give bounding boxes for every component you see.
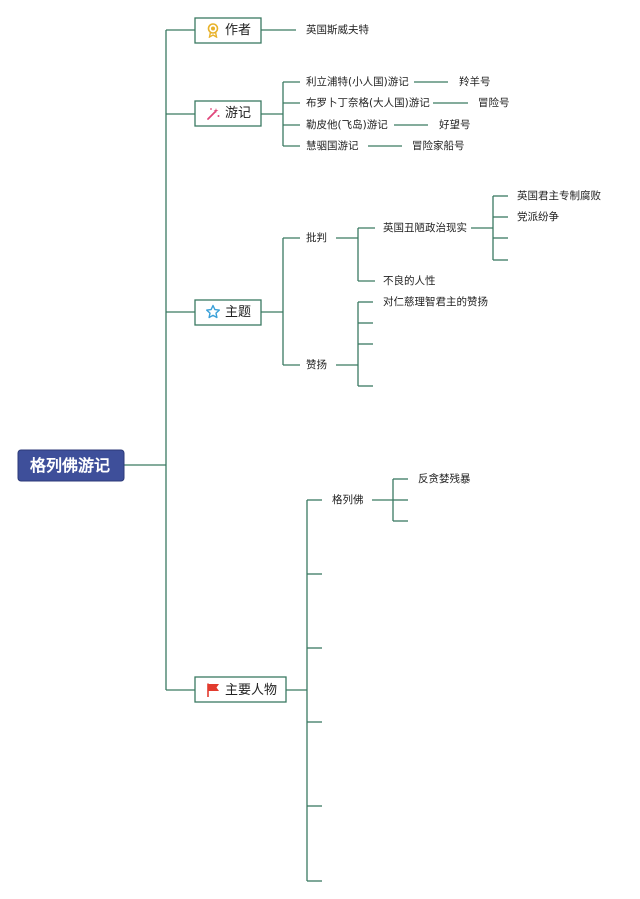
monarchy-corruption-node[interactable]: 英国君主专制腐败 — [517, 190, 601, 202]
ship-node-brobdingnag[interactable]: 冒险号 — [478, 97, 510, 109]
ship-node-lilliput[interactable]: 羚羊号 — [459, 76, 491, 88]
root-node-label[interactable]: 格列佛游记 — [30, 456, 111, 475]
author-name-node[interactable]: 英国斯威夫特 — [306, 24, 369, 36]
travel-node-brobdingnag[interactable]: 布罗卜丁奈格(大人国)游记 — [306, 97, 430, 109]
travel-node-lilliput[interactable]: 利立浦特(小人国)游记 — [306, 76, 409, 88]
wise-monarch-praise-node[interactable]: 对仁慈理智君主的赞扬 — [383, 296, 488, 308]
criticism-node[interactable]: 批判 — [306, 232, 327, 244]
political-reality-node[interactable]: 英国丑陋政治现实 — [383, 222, 467, 234]
ship-node-laputa[interactable]: 好望号 — [439, 119, 471, 131]
theme-node-label[interactable]: 主题 — [225, 305, 252, 320]
star-outline-icon — [206, 304, 220, 319]
red-flag-icon — [207, 683, 219, 697]
ship-node-houyhnhnm[interactable]: 冒险家船号 — [412, 140, 465, 152]
theme-node-box — [194, 299, 262, 326]
award-medal-icon — [207, 23, 219, 38]
travels-node-label[interactable]: 游记 — [225, 106, 252, 121]
travel-node-laputa[interactable]: 勒皮他(飞岛)游记 — [306, 119, 388, 131]
characters-connectors — [286, 478, 408, 882]
theme-connectors — [261, 195, 508, 387]
anti-greed-cruelty-node[interactable]: 反贪婪残暴 — [418, 473, 471, 485]
characters-node-label[interactable]: 主要人物 — [225, 683, 278, 698]
author-node-box — [194, 17, 262, 44]
travel-node-houyhnhnm[interactable]: 慧骃国游记 — [306, 140, 359, 152]
author-node-label[interactable]: 作者 — [225, 23, 252, 38]
root-node-box — [17, 449, 125, 482]
party-strife-node[interactable]: 党派纷争 — [517, 211, 559, 223]
bad-human-nature-node[interactable]: 不良的人性 — [383, 275, 436, 287]
travels-node-box — [194, 100, 262, 127]
root-connectors — [124, 29, 195, 691]
praise-node[interactable]: 赞扬 — [306, 359, 327, 371]
gulliver-node[interactable]: 格列佛 — [332, 494, 364, 506]
magic-wand-icon — [207, 108, 220, 120]
travels-connectors — [261, 81, 468, 147]
